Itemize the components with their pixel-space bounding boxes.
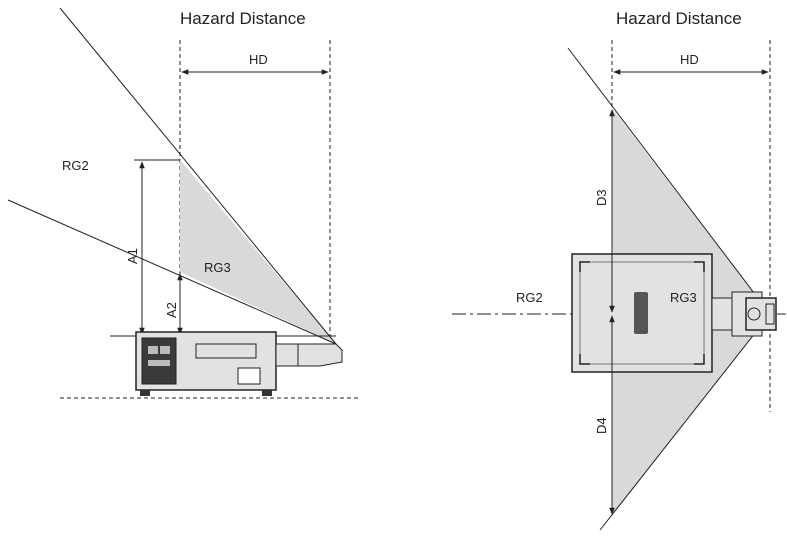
side-projector-lens — [297, 343, 343, 367]
side-projector-foot — [140, 390, 150, 396]
top-rg3-label: RG3 — [670, 290, 697, 305]
top-projector-corner-mark — [579, 354, 590, 365]
top-projector-corner-mark — [694, 261, 705, 272]
side-a1-label: A1 — [125, 248, 140, 264]
top-projector-control-panel — [634, 292, 648, 334]
top-view-title: Hazard Distance — [616, 9, 742, 28]
side-projector-vent — [237, 367, 261, 385]
top-projector-corner-mark — [694, 354, 705, 365]
top-projector — [571, 253, 777, 373]
top-d3-label: D3 — [594, 189, 609, 206]
top-hd-label: HD — [680, 52, 699, 67]
side-projector-foot — [262, 390, 272, 396]
top-projector-lens — [745, 297, 777, 331]
top-projector-corner-mark — [579, 261, 590, 272]
top-lower-beam-line — [599, 313, 771, 531]
side-view-title: Hazard Distance — [180, 9, 306, 28]
top-d4-label: D4 — [594, 417, 609, 434]
top-projector-lens-element — [747, 307, 761, 321]
top-view: Hazard Distance HD — [452, 9, 786, 531]
side-projector-port — [148, 360, 170, 366]
top-projector-lens-mount — [711, 297, 733, 331]
side-rg3-label: RG3 — [204, 260, 231, 275]
top-projector-top-panel — [579, 261, 705, 365]
side-upper-beam-line — [59, 7, 337, 345]
top-projector-lens-cap — [765, 303, 775, 325]
top-upper-beam-line — [567, 47, 771, 315]
side-projector-port — [160, 346, 170, 354]
side-hd-label: HD — [249, 52, 268, 67]
side-projector-panel — [195, 343, 257, 359]
side-projector-port — [148, 346, 158, 354]
side-rg2-label: RG2 — [62, 158, 89, 173]
side-a2-label: A2 — [164, 302, 179, 318]
side-projector-lens-barrel — [275, 343, 299, 367]
side-view: Hazard Distance HD A1 A2 RG2 RG3 — [7, 7, 360, 399]
side-projector — [135, 331, 343, 396]
side-rg3-hazard-zone — [180, 160, 336, 344]
side-lower-beam-line — [7, 199, 337, 345]
top-rg2-label: RG2 — [516, 290, 543, 305]
